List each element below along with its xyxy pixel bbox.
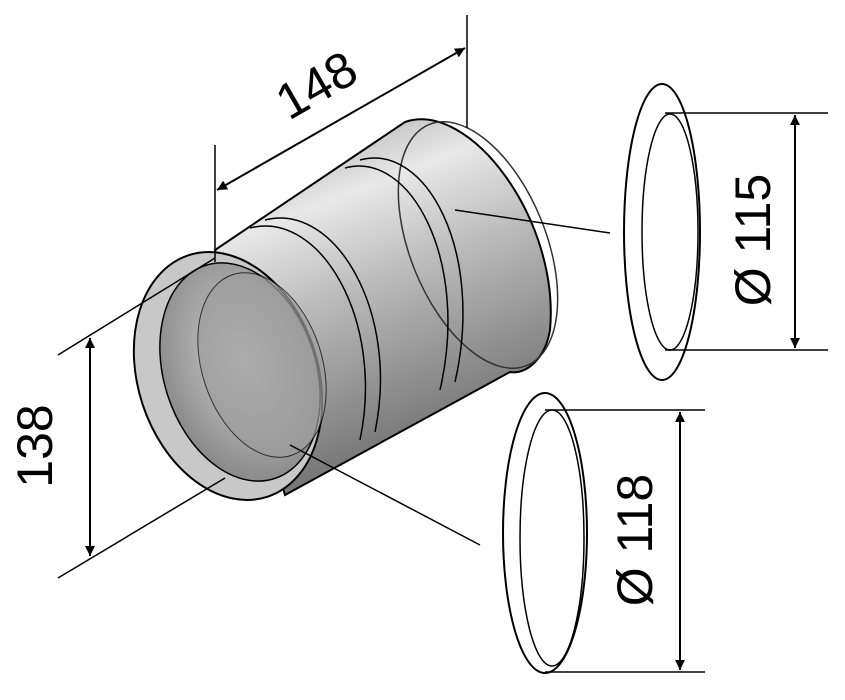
groove-3: [249, 225, 367, 441]
seal-ring-large: Ø 118: [502, 392, 705, 674]
large-ring-diameter-label: Ø 118: [607, 474, 663, 607]
length-label: 148: [266, 40, 366, 130]
groove-4: [264, 217, 382, 433]
dimension-height: 138: [7, 257, 226, 579]
height-label: 138: [7, 404, 63, 487]
seal-ring-small: Ø 115: [623, 83, 828, 381]
leader-line-small-ring: [454, 209, 611, 234]
pipe-body: [132, 118, 559, 501]
leader-line-large-ring: [289, 444, 481, 546]
small-ring-diameter-label: Ø 115: [725, 174, 781, 307]
